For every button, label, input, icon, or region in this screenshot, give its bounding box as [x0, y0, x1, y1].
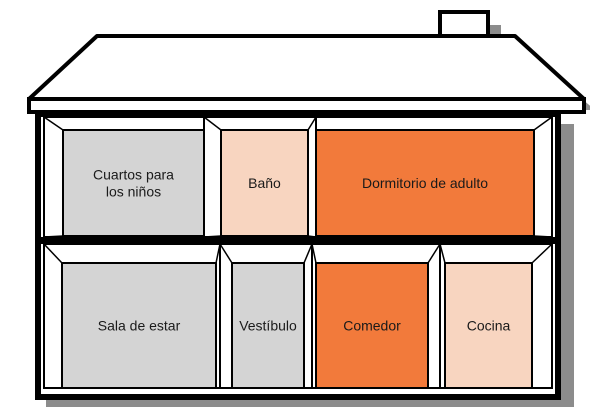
roof-face: [27, 34, 586, 101]
room-comedor: Comedor: [311, 243, 441, 389]
room-label: Baño: [248, 175, 281, 191]
floor-divider: [41, 237, 555, 244]
room-vestibulo: Vestíbulo: [219, 243, 313, 389]
room-panel: [315, 129, 535, 237]
frame-bevel-line: [533, 235, 553, 238]
room-panel: [231, 262, 305, 389]
room-panel: [444, 262, 533, 389]
frame-bevel-line: [533, 116, 553, 131]
room-bano: Baño: [203, 116, 317, 238]
roof: [27, 34, 586, 114]
frame-bevel-line: [531, 243, 553, 264]
frame-bevel-line: [311, 243, 317, 264]
room-label: Comedor: [343, 318, 401, 334]
frame-bevel-line: [427, 243, 441, 264]
room-label: Sala de estar: [98, 318, 181, 334]
room-label: Dormitorio de adulto: [362, 175, 488, 191]
room-label: Cuartos para: [93, 167, 174, 183]
frame-bevel-line: [43, 116, 64, 131]
frame-bevel-line: [43, 235, 64, 238]
frame-bevel-line: [203, 235, 222, 238]
frame-bevel-line: [219, 243, 233, 264]
room-panel: [61, 262, 217, 389]
room-cocina: Cocina: [439, 243, 553, 389]
frame-bevel-line: [439, 243, 446, 264]
frame-bevel-line: [43, 243, 63, 264]
room-label: Vestíbulo: [239, 318, 297, 334]
room-panel: [220, 129, 309, 237]
room-label: los niños: [106, 184, 161, 200]
room-dormitorio-de-adulto: Dormitorio de adulto: [315, 116, 553, 238]
roof-eave: [27, 97, 586, 114]
frame-bevel-line: [307, 116, 317, 131]
frame-bevel-line: [203, 116, 222, 131]
room-panel: [62, 129, 205, 237]
room-panel: [315, 262, 429, 389]
room-sala-de-estar: Sala de estar: [43, 243, 221, 389]
frame-bevel-line: [307, 235, 317, 238]
room-label: Cocina: [467, 318, 511, 334]
frame-bevel-line: [303, 243, 313, 264]
